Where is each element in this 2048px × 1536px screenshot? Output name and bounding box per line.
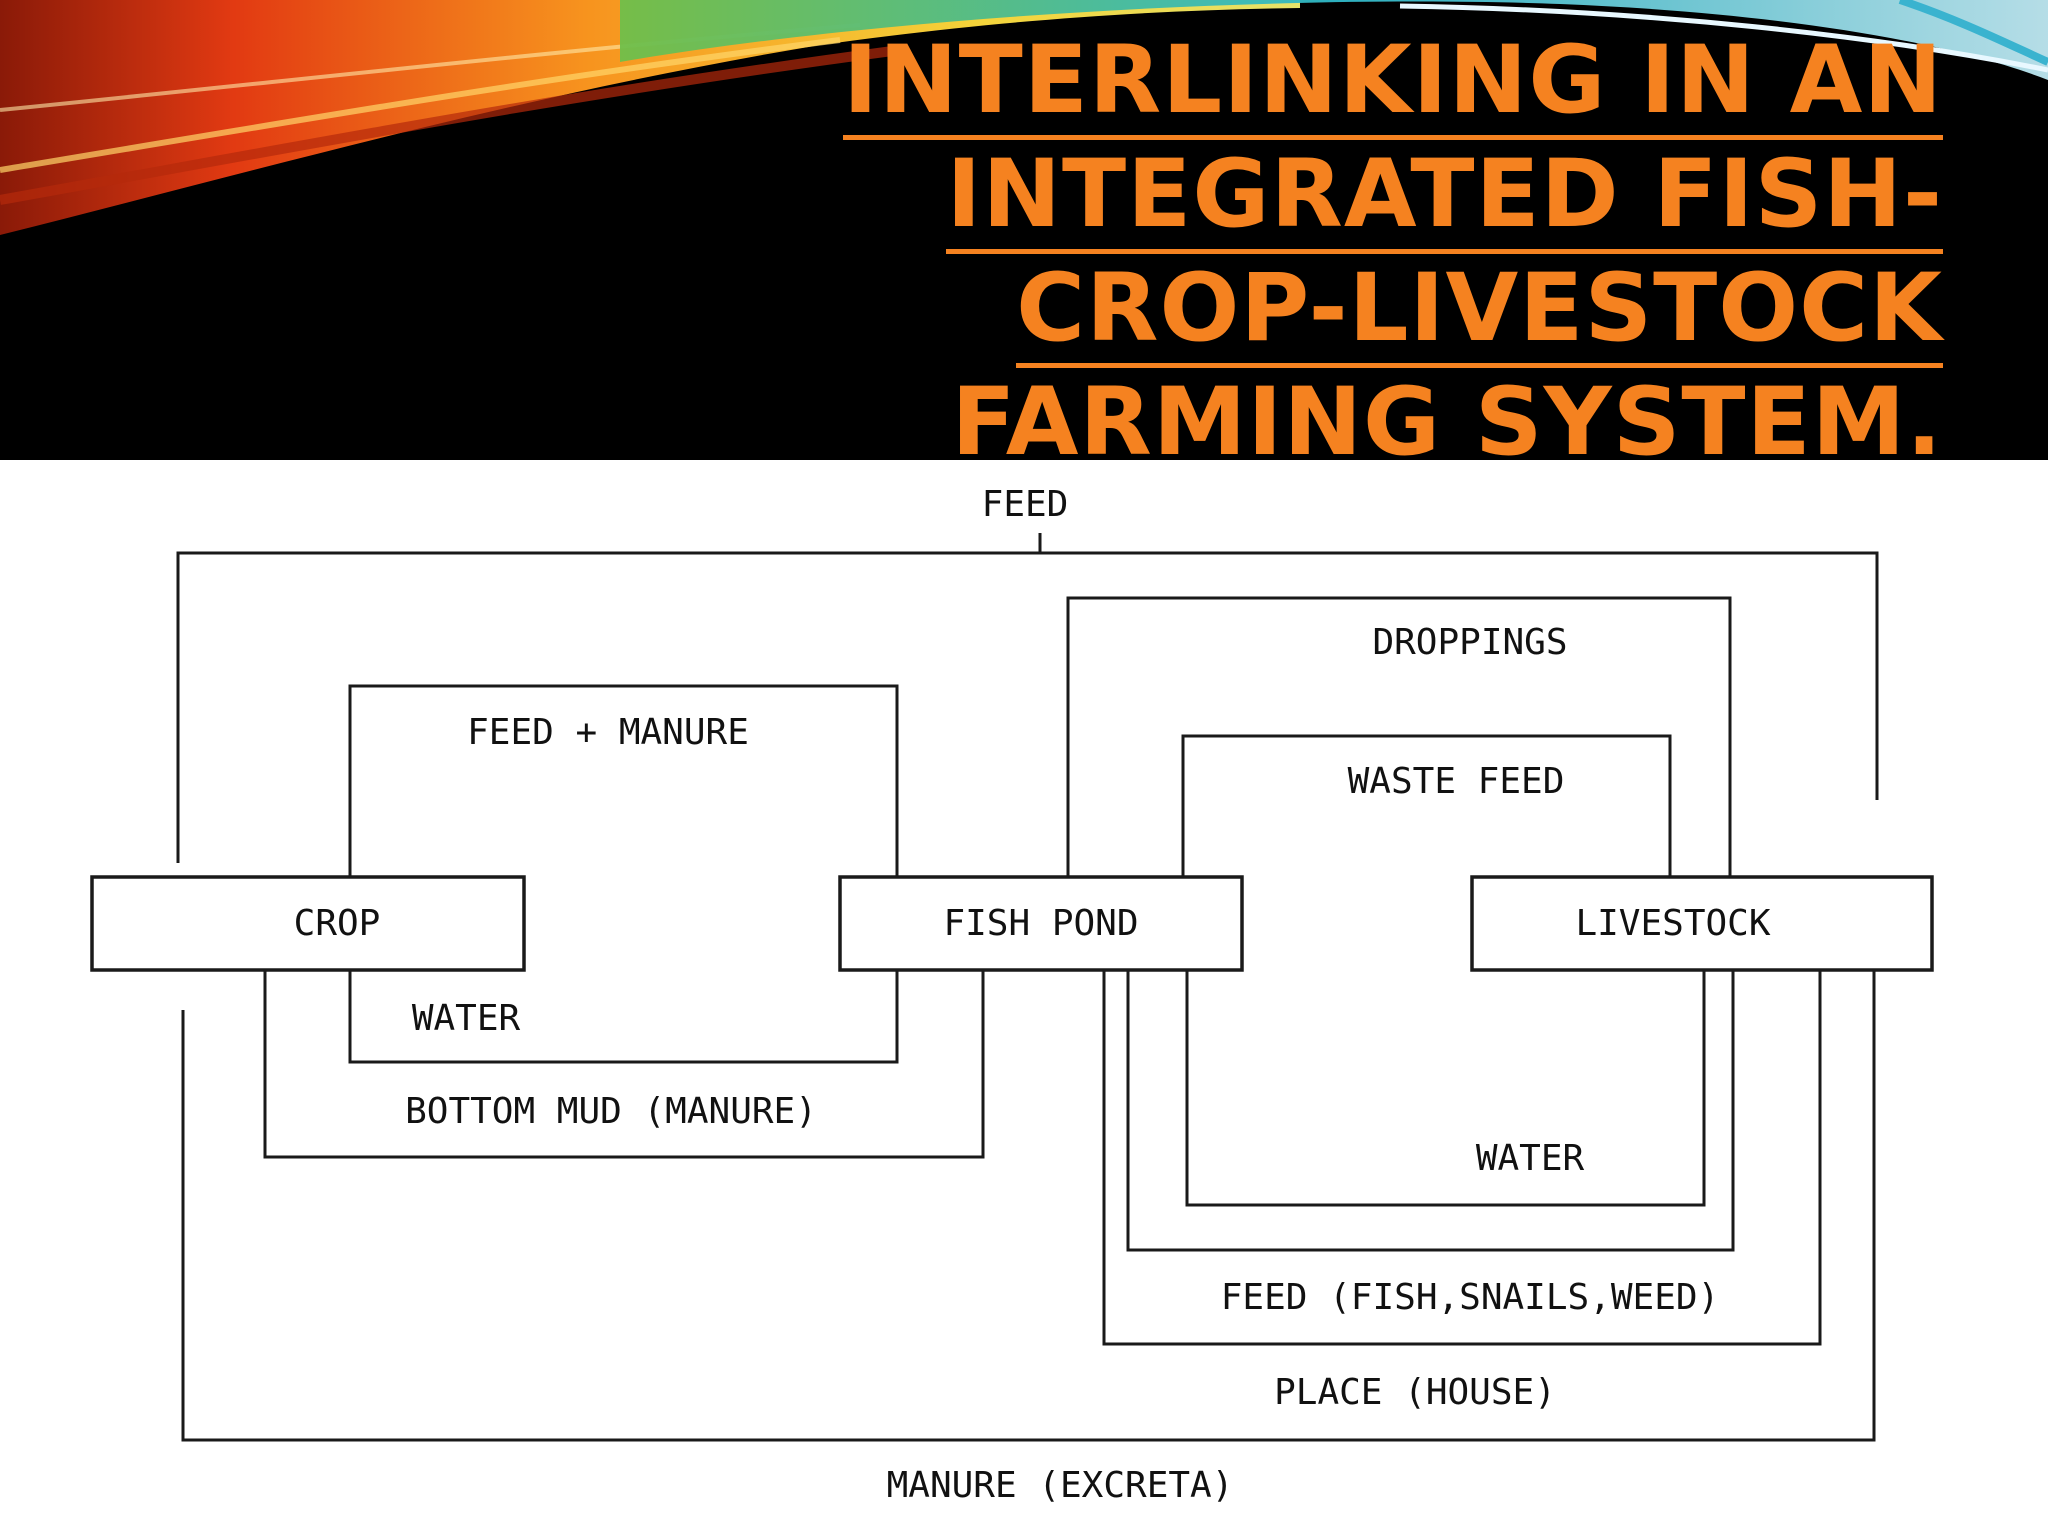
title-banner: INTERLINKING IN AN INTEGRATED FISH- CROP… [0, 0, 2048, 460]
flow-line-waste-feed [1181, 734, 1672, 876]
label-manure-excreta: MANURE (EXCRETA) [887, 1465, 1234, 1506]
flow-line-manure [181, 970, 1876, 1442]
decorative-swoosh [0, 0, 2048, 235]
node-livestock [1470, 875, 1934, 972]
slide-title-line-1: INTERLINKING IN AN [842, 26, 1943, 140]
node-crop-label: CROP [294, 903, 381, 944]
slide-title: INTERLINKING IN AN INTEGRATED FISH- CROP… [643, 26, 1943, 460]
flow-line-bottom-mud [263, 970, 985, 1159]
label-droppings: DROPPINGS [1372, 622, 1567, 663]
slide-title-line-3: CROP-LIVESTOCK [1016, 254, 1943, 368]
node-crop [90, 875, 526, 972]
flow-line-droppings [1066, 596, 1732, 876]
slide-title-line-2: INTEGRATED FISH- [946, 140, 1943, 254]
flow-line-feed-manure [348, 684, 899, 876]
flow-line-feed-fish [1126, 970, 1735, 1252]
label-feed-top: FEED [982, 484, 1069, 525]
flow-line-feed [176, 551, 1879, 863]
flow-line-water-livestock [1185, 970, 1706, 1207]
node-livestock-label: LIVESTOCK [1575, 903, 1770, 944]
label-bottom-mud: BOTTOM MUD (MANURE) [405, 1091, 817, 1132]
node-fish-pond-label: FISH POND [943, 903, 1138, 944]
label-place-house: PLACE (HOUSE) [1274, 1372, 1556, 1413]
flow-line-water-crop [348, 970, 899, 1064]
label-waste-feed: WASTE FEED [1348, 761, 1565, 802]
slide-title-line-4: FARMING SYSTEM. [951, 368, 1943, 460]
label-water-crop: WATER [412, 998, 521, 1039]
label-feed-fish-snails-weed: FEED (FISH,SNAILS,WEED) [1221, 1277, 1720, 1318]
label-water-livestock: WATER [1476, 1138, 1585, 1179]
node-fish-pond [838, 875, 1244, 972]
flow-line-place [1102, 970, 1822, 1346]
label-feed-manure: FEED + MANURE [467, 712, 749, 753]
farming-system-diagram: CROP FISH POND LIVESTOCK FEED DROPPINGS … [90, 484, 1934, 1506]
